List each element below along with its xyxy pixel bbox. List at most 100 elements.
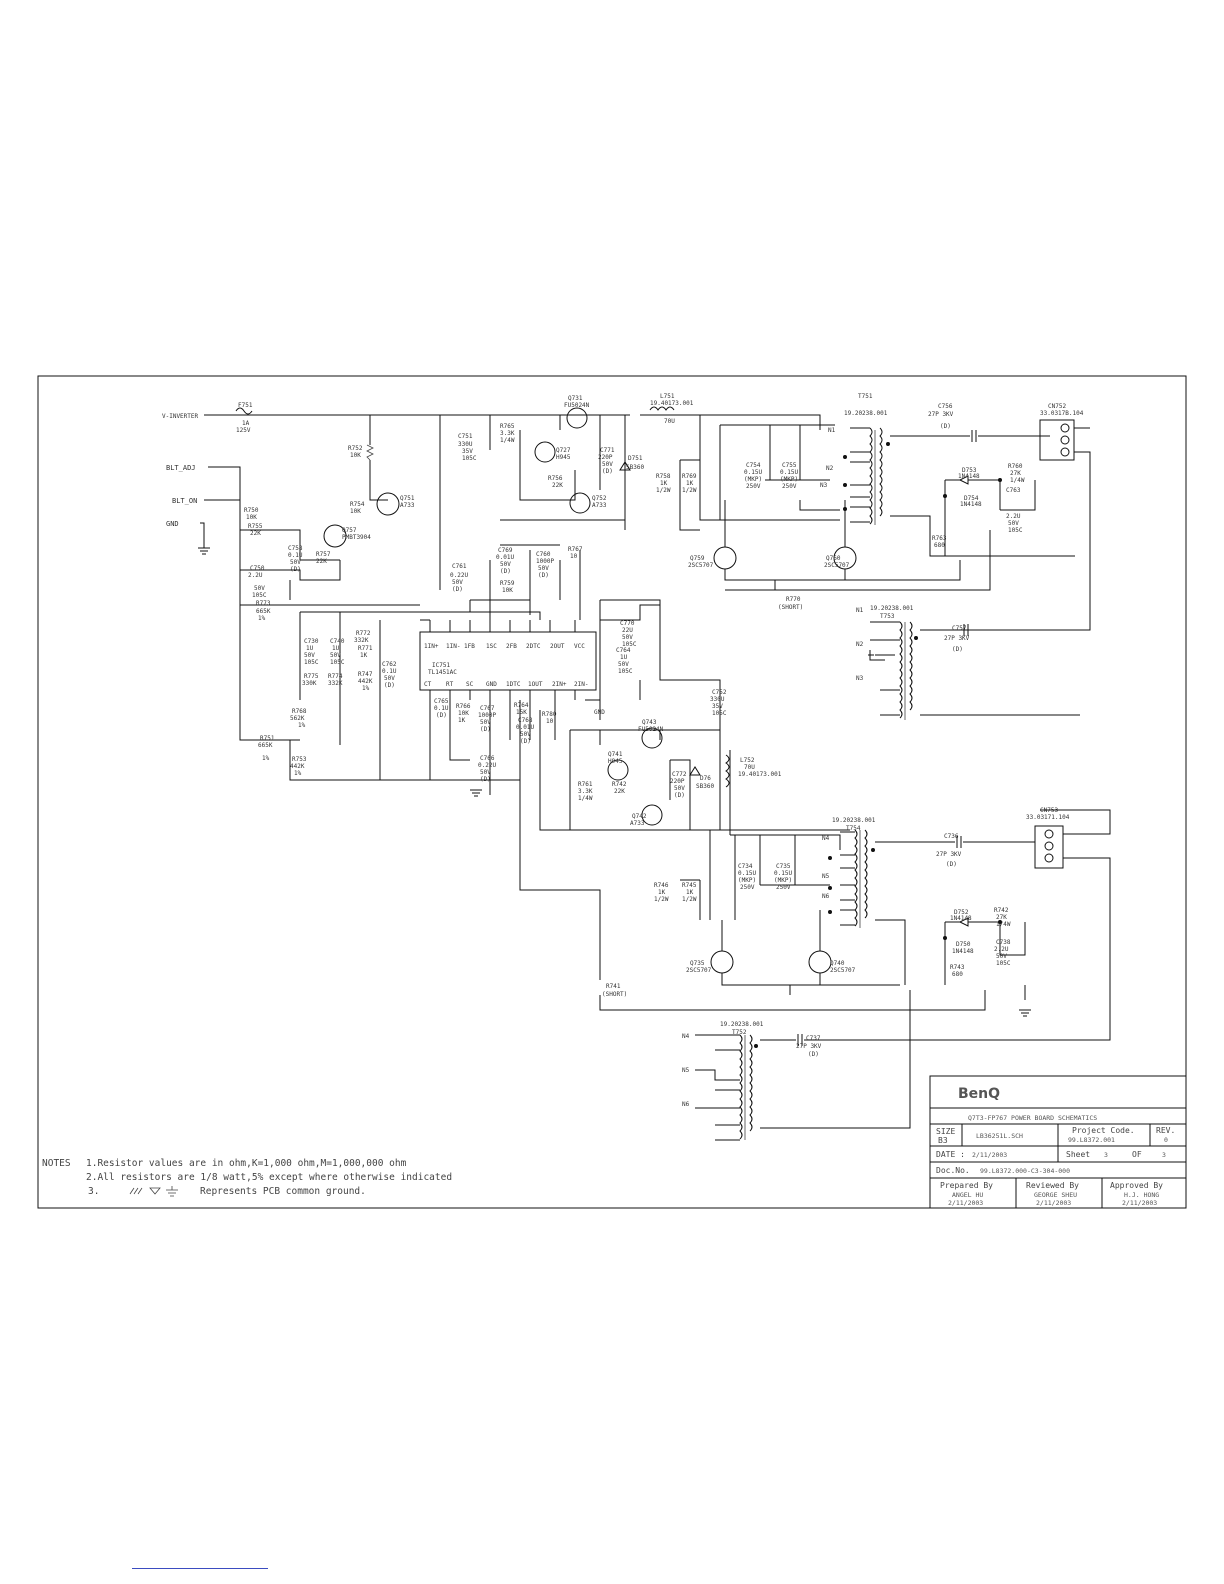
components-r773-ref-label: R773 (256, 600, 271, 607)
components-c772-t-label: (D) (674, 792, 685, 799)
components-r765-ref-label: R765 (500, 423, 515, 430)
components-d750-ref-label: D750 (956, 941, 971, 948)
components-c769-value-label: 0.01U (496, 554, 514, 561)
components-c770-value-label: 22U (622, 627, 633, 634)
components-c740-t-label: 105C (330, 659, 345, 666)
components-r765-value-label: 3.3K (500, 430, 515, 437)
svg-text:N6: N6 (682, 1101, 690, 1108)
transistor-q735 (710, 950, 734, 974)
components-d754-ref-label: D754 (964, 495, 979, 502)
components-c752-t-label: 105C (712, 710, 727, 717)
controller-ic751: IC751 TL1451AC 1IN+ 1IN- 1FB 1SC 2FB 2DT… (240, 544, 727, 797)
input-v-inverter: V-INVERTER (162, 413, 199, 420)
title_block-project_code-label: 99.L8372.001 (1068, 1136, 1115, 1144)
components-r775-ref-label: R775 (304, 673, 319, 680)
components-r768-t-label: 1% (298, 722, 306, 729)
components-q727-ref-label: Q727 (556, 447, 571, 454)
components-c764-value-label: 1U (620, 654, 628, 661)
components-c734-v-label: 250V (740, 884, 755, 891)
components-c771-v-label: 50V (602, 461, 613, 468)
components-f751-rating-label: 125V (236, 427, 251, 434)
svg-text:N2: N2 (856, 641, 864, 648)
components-c762-value-label: 0.1U (382, 668, 397, 675)
components-d76-type-label: SB360 (696, 783, 714, 790)
transistor-q759 (713, 546, 737, 570)
components-c751-v-label: 35V (462, 448, 473, 455)
components-r773-value-label: 665K (256, 608, 271, 615)
components-r766-value-label: 10K (458, 710, 469, 717)
components-ic751-ref-label: IC751 (432, 662, 450, 669)
notes-n3_num-label: 3. (88, 1186, 99, 1197)
components-r752-ref-label: R752 (348, 445, 363, 452)
components-c765-value-label: 0.1U (434, 705, 449, 712)
svg-text:GND: GND (486, 681, 497, 688)
components-c772-ref-label: C772 (672, 771, 687, 778)
components-c754-ref-label: C754 (746, 462, 761, 469)
components-c766-v-label: 50V (480, 769, 491, 776)
components-t753-ref-label: T753 (880, 613, 895, 620)
components-c767-ref-label: C767 (480, 705, 495, 712)
components-r769-ref-label: R769 (682, 473, 697, 480)
components-c771-ref-label: C771 (600, 447, 615, 454)
components-q735-type-label: 2SC5707 (686, 967, 712, 974)
components-c768-v-label: 50V (520, 731, 531, 738)
components-d750-type-label: 1N4148 (952, 948, 974, 955)
components-c766-t-label: (D) (480, 776, 491, 783)
components-r773-t-label: 1% (258, 615, 266, 622)
components-d754-type-label: 1N4148 (960, 501, 982, 508)
components-c772-value-label: 220P (670, 778, 685, 785)
components-r751-t-label: 1% (262, 755, 270, 762)
title_block-reviewed_date-label: 2/11/2003 (1036, 1199, 1071, 1207)
components-c754-t-label: (MKP) (744, 476, 762, 483)
components-r755-ref-label: R755 (248, 523, 263, 530)
components-r775-value-label: 330K (302, 680, 317, 687)
svg-text:N1: N1 (856, 607, 864, 614)
components-d76-ref-label: D76 (700, 775, 711, 782)
ic-ic751 (419, 631, 597, 691)
components-c760-v-label: 50V (538, 565, 549, 572)
svg-text:N4: N4 (682, 1033, 690, 1040)
components-c730-t-label: 105C (304, 659, 319, 666)
components-c751-ref-label: C751 (458, 433, 473, 440)
components-c770-ref-label: C770 (620, 620, 635, 627)
components-r770-value-label: (SHORT) (778, 604, 803, 611)
title_block-prepared_date-label: 2/11/2003 (948, 1199, 983, 1207)
svg-text:1FB: 1FB (464, 643, 475, 650)
title_block-date_label-label: DATE : (936, 1150, 965, 1159)
components-c769-t-label: (D) (500, 568, 511, 575)
connector-cn752 (1039, 419, 1075, 461)
components-t754-part-label: 19.20238.001 (832, 817, 876, 824)
components-q751-ref-label: Q751 (400, 495, 415, 502)
svg-text:1IN-: 1IN- (446, 643, 460, 650)
components-q740-ref-label: Q740 (830, 960, 845, 967)
components-c764-t-label: 105C (618, 668, 633, 675)
components-c752-value-label: 330U (710, 696, 725, 703)
components-c764-ref-label: C764 (616, 647, 631, 654)
components-r767-value-label: 10 (570, 553, 578, 560)
components-q751-type-label: A733 (400, 502, 415, 509)
components-r746-ref-label: R746 (654, 882, 669, 889)
input-blt-on: BLT_ON (172, 497, 197, 505)
components-r745-t-label: 1/2W (682, 896, 697, 903)
components-q741-type-label: H945 (608, 758, 623, 765)
sheet-border (37, 375, 1187, 1209)
components-c750-v-label: 50V (254, 585, 265, 592)
components-r756-value-label: 22K (552, 482, 563, 489)
title_block-approved_name-label: H.J. HONG (1124, 1191, 1159, 1199)
components-c735-t-label: (MKP) (774, 877, 792, 884)
svg-text:1SC: 1SC (486, 643, 497, 650)
components-c763-ref-label: C763 (1006, 487, 1021, 494)
footer-link[interactable] (132, 1568, 268, 1569)
mosfet-q743 (641, 727, 663, 749)
components-c763-value-label: 2.2U (1006, 513, 1021, 520)
transformer-t752 (739, 1034, 743, 1140)
components-r755-value-label: 22K (250, 530, 261, 537)
components-d752-ref-label: D752 (954, 909, 969, 916)
svg-text:CT: CT (424, 681, 432, 688)
notes: NOTES 1.Resistor values are in ohm,K=1,0… (42, 1158, 452, 1197)
svg-text:2IN-: 2IN- (574, 681, 588, 688)
svg-text:SC: SC (466, 681, 474, 688)
components-c730-ref-label: C730 (304, 638, 319, 645)
svg-text:N4: N4 (822, 835, 830, 842)
